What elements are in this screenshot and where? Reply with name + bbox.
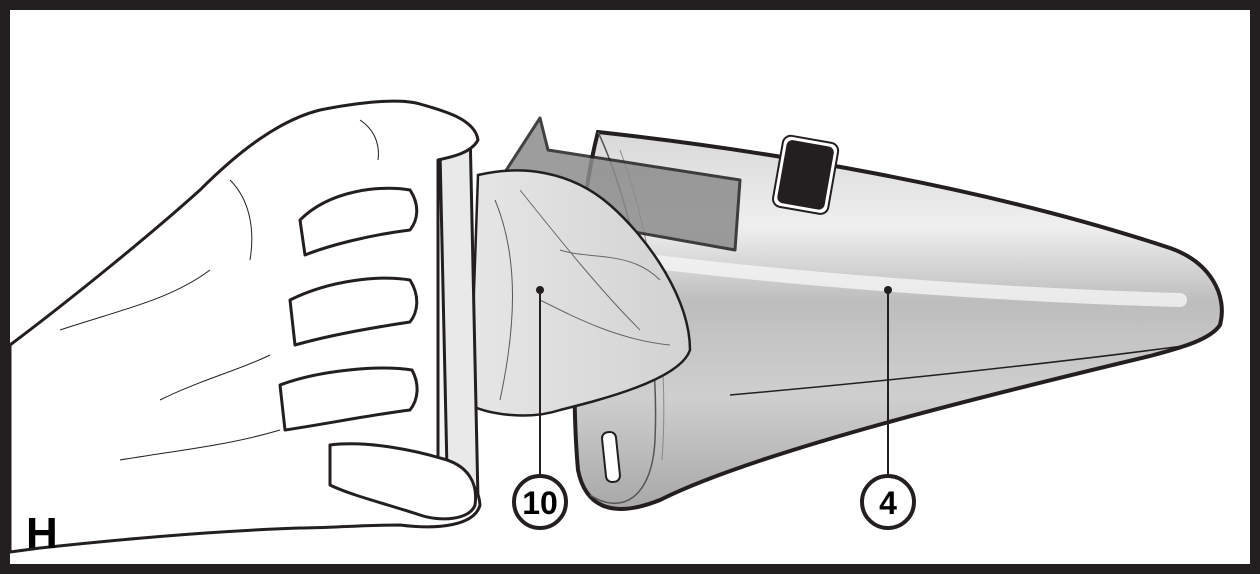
callout-filter: 10 — [512, 286, 568, 530]
hand — [8, 99, 482, 554]
callout-bowl: 4 — [860, 286, 916, 530]
brand-logo — [772, 134, 840, 215]
callout-filter-label: 10 — [522, 485, 558, 521]
callout-bowl-label: 4 — [879, 485, 897, 521]
figure-letter: H — [26, 509, 58, 558]
